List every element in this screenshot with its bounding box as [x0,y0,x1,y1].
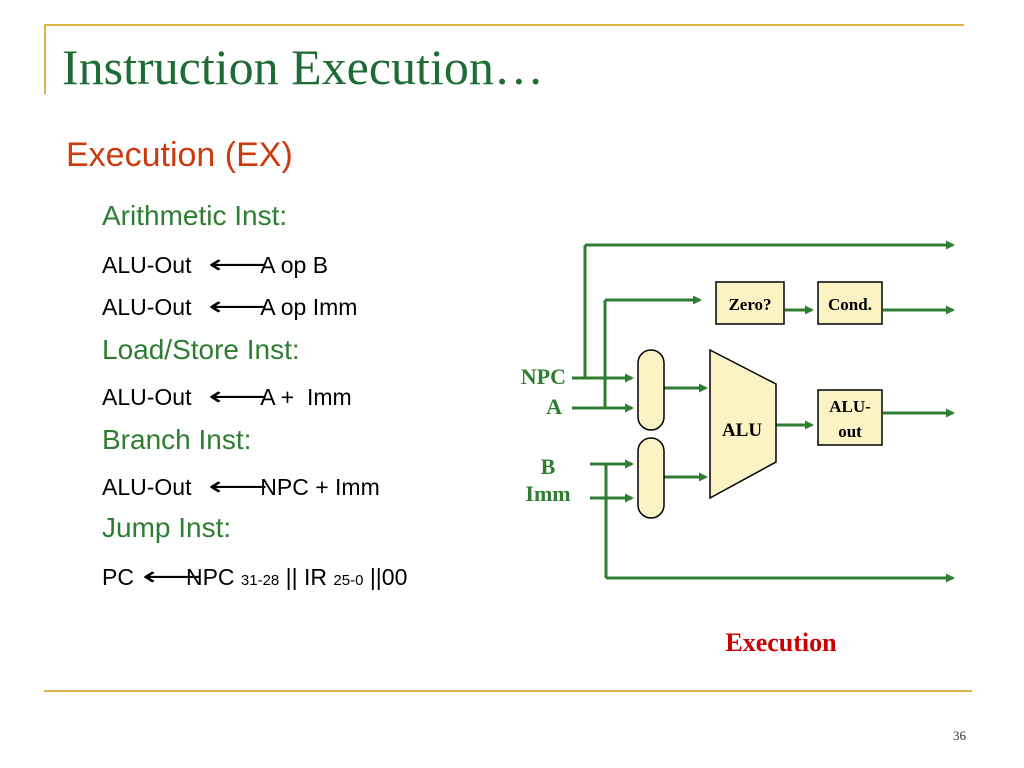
rule-arith-2: ALU-Out ⟵ A op Imm [102,292,357,322]
rule-sub-31-28: 31-28 [240,572,280,589]
heading-jump: Jump Inst: [102,512,232,543]
heading-branch: Branch Inst: [102,424,252,455]
rule-rhs-ir: || IR [279,564,334,590]
rule-lhs: ALU-Out [102,384,192,410]
page-number: 36 [953,728,966,743]
slide-title: Instruction Execution… [62,39,544,95]
mux-top [637,349,665,431]
b-input-label: B [541,454,556,479]
left-arrow-icon: ⟵ [207,472,268,502]
rule-arith-1: ALU-Out ⟵ A op B [102,250,328,280]
frame-bottom-rule [44,690,972,692]
alu-out-label-line2: out [838,422,862,441]
alu-out-register-box [817,389,883,446]
rule-load-store: ALU-Out ⟵ A + Imm [102,382,352,412]
a-input-label: A [546,394,562,419]
rule-rhs: A + Imm [260,384,352,410]
rule-branch: ALU-Out ⟵ NPC + Imm [102,472,380,502]
rule-sub-25-0: 25-0 [333,572,364,589]
left-arrow-icon: ⟵ [207,382,268,412]
left-arrow-icon: ⟵ [141,562,202,592]
rule-rhs: A op Imm [260,294,358,320]
rule-rhs: NPC + Imm [260,474,380,500]
left-arrow-icon: ⟵ [207,250,268,280]
mux-bottom [637,437,665,519]
heading-arithmetic: Arithmetic Inst: [102,200,288,231]
rule-lhs: ALU-Out [102,294,192,320]
rule-rhs-npc: NPC [185,564,241,590]
slide-subtitle: Execution (EX) [66,136,293,174]
alu-block [709,348,777,500]
imm-input-label: Imm [525,481,570,506]
npc-input-label: NPC [521,364,566,389]
left-arrow-icon: ⟵ [207,292,268,322]
rule-rhs: A op B [260,252,329,278]
frame-top-rule [44,24,964,26]
heading-load-store: Load/Store Inst: [102,334,300,365]
rule-lhs: PC [102,564,134,590]
zero-check-label: Zero? [728,295,771,314]
frame-left-rule [44,24,46,94]
rule-jump: PC ⟵NPC 31-28 || IR 25-0 ||00 [102,562,407,592]
alu-out-label-line1: ALU- [829,397,871,416]
cond-register-box [817,281,883,325]
rule-lhs: ALU-Out [102,252,192,278]
diagram-caption: Execution [725,628,837,657]
cond-register-label: Cond. [828,295,872,314]
datapath-wires [572,240,955,583]
rule-lhs: ALU-Out [102,474,192,500]
alu-label: ALU [722,420,762,441]
rule-rhs-tail: ||00 [363,564,408,590]
zero-check-box [715,281,785,325]
